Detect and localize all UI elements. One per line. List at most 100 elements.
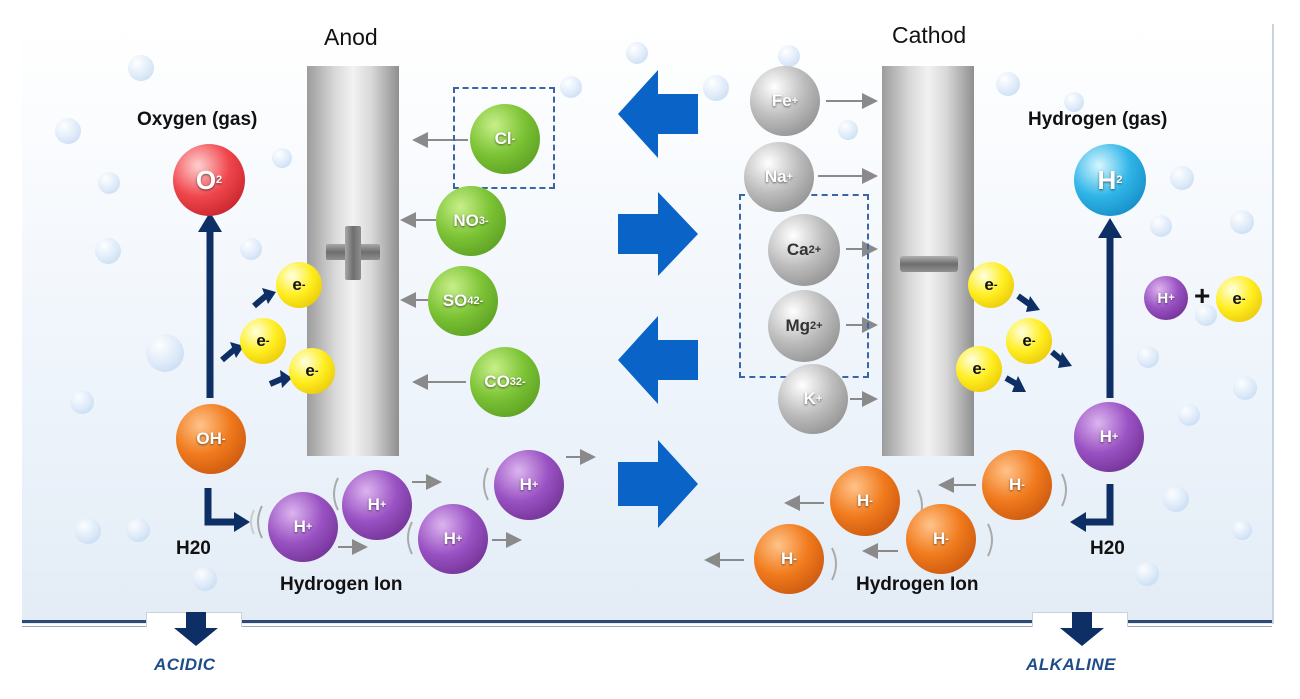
nitrate-ion-subscript: 3 [478, 215, 485, 227]
cathode-title: Cathod [892, 22, 967, 48]
oxygen-molecule-subscript: 2 [216, 174, 223, 186]
sulfate-ion-subscript: 4 [467, 295, 474, 307]
big-arrow-right-2 [618, 440, 698, 528]
iron-ion: Fe+ [750, 66, 820, 136]
acidic-label: ACIDIC [154, 655, 216, 674]
electron-symbol: e [984, 275, 994, 294]
hydrogen-ion-symbol: H [1099, 427, 1112, 446]
baseline [22, 620, 1272, 623]
hydrogen-ion-charge: + [531, 479, 539, 491]
electron-left-2: e- [240, 318, 286, 364]
sulfate-ion-symbol: SO [442, 291, 468, 310]
alkaline-label: ALKALINE [1026, 655, 1116, 674]
iron-ion-charge: + [791, 95, 799, 107]
hydride-ion-charge: - [869, 495, 873, 507]
hydride-ion-symbol: H [781, 549, 794, 568]
hydrogen-molecule-symbol: H [1097, 164, 1117, 195]
sulfate-ion-charge: 2- [473, 295, 484, 307]
hydroxide-ion-charge: - [221, 433, 226, 445]
electron-charge: - [301, 279, 306, 291]
hydride-ion-symbol: H [1009, 475, 1022, 494]
electron-charge: - [265, 335, 270, 347]
carbonate-ion-symbol: CO [484, 372, 510, 391]
hydrogen-ion-charge: + [455, 533, 463, 545]
chloride-ion: Cl- [470, 104, 540, 174]
carbonate-ion-charge: 2- [515, 376, 526, 388]
potassium-ion-charge: + [815, 393, 823, 405]
magnesium-ion-charge: 2+ [810, 320, 823, 332]
water-label-right: H20 [1090, 538, 1125, 559]
oxygen-gas-label: Oxygen (gas) [137, 109, 258, 130]
hydrogen-ion-charge: + [305, 521, 313, 533]
water-label-left: H20 [176, 538, 211, 559]
hydrogen-ion-symbol: H [443, 529, 456, 548]
cl-highlight-box [453, 87, 555, 189]
electron-right-1: e- [968, 262, 1014, 308]
electron-symbol: e [305, 361, 315, 380]
electron-symbol: e [292, 275, 302, 294]
minus-symbol-icon [900, 256, 958, 272]
legend-electron-symbol: e [1232, 289, 1242, 308]
legend-electron-charge: - [1241, 293, 1246, 305]
electron-charge: - [1031, 335, 1036, 347]
electron-charge: - [314, 365, 319, 377]
chloride-ion-symbol: Cl [494, 129, 512, 148]
nitrate-ion-symbol: NO [453, 211, 479, 230]
hydrogen-ion-left-3: H+ [418, 504, 488, 574]
hydrogen-ion-charge: + [379, 499, 387, 511]
sodium-ion-symbol: Na [764, 167, 787, 186]
hydrogen-ion-symbol: H [367, 495, 380, 514]
potassium-ion-symbol: K [803, 389, 816, 408]
hydride-ion-4: H- [754, 524, 824, 594]
hydrogen-ion-charge: + [1111, 431, 1119, 443]
electron-charge: - [993, 279, 998, 291]
electron-symbol: e [1022, 331, 1032, 350]
hydride-ion-charge: - [1021, 479, 1025, 491]
chloride-ion-charge: - [511, 133, 516, 145]
hydrogen-ion-symbol: H [519, 475, 532, 494]
big-arrow-left-1 [618, 70, 698, 158]
big-arrow-left-2 [618, 316, 698, 404]
hydride-ion-2: H- [830, 466, 900, 536]
hydrogen-ion-left-2: H+ [342, 470, 412, 540]
carbonate-ion-subscript: 3 [509, 376, 516, 388]
legend-h-plus-symbol: H [1157, 289, 1169, 307]
hydroxide-ion-symbol: OH [196, 429, 222, 448]
plus-symbol-vertical [345, 226, 361, 280]
oxygen-molecule-symbol: O [195, 164, 217, 195]
hydrogen-ion-right: H+ [1074, 402, 1144, 472]
legend-electron: e- [1216, 276, 1262, 322]
hydride-ion-charge: - [793, 553, 797, 565]
electron-right-2: e- [1006, 318, 1052, 364]
electron-symbol: e [972, 359, 982, 378]
calcium-ion-symbol: Ca [786, 240, 809, 259]
electron-left-1: e- [276, 262, 322, 308]
hydride-ion-charge: - [945, 533, 949, 545]
magnesium-ion-symbol: Mg [785, 316, 810, 335]
calcium-ion-charge: 2+ [808, 244, 822, 256]
legend-h-plus-charge: + [1168, 292, 1175, 304]
potassium-ion: K+ [778, 364, 848, 434]
hydroxide-ion: OH- [176, 404, 246, 474]
hydrogen-ion-label-right: Hydrogen Ion [856, 574, 979, 595]
sodium-ion: Na+ [744, 142, 814, 212]
anode-title: Anod [324, 24, 378, 50]
hydride-ion-symbol: H [933, 529, 946, 548]
sodium-ion-charge: + [786, 171, 794, 183]
hydrogen-molecule-subscript: 2 [1116, 174, 1123, 186]
baseline-shadow [22, 626, 1272, 627]
hydrogen-ion-left-1: H+ [268, 492, 338, 562]
hydrogen-ion-symbol: H [293, 517, 306, 536]
legend-plus-sign: + [1194, 280, 1211, 311]
hydrogen-ion-left-4: H+ [494, 450, 564, 520]
hydrogen-gas-label: Hydrogen (gas) [1028, 109, 1168, 130]
hydride-ion-symbol: H [857, 491, 870, 510]
nitrate-ion-charge: - [484, 215, 489, 227]
